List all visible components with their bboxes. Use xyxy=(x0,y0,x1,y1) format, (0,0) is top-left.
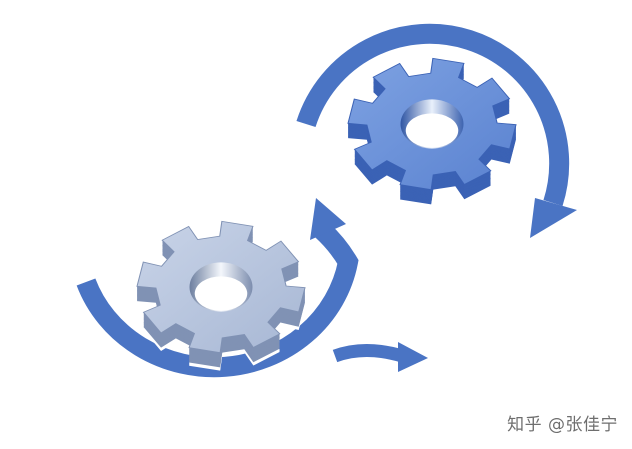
top-cycle-arrow-icon xyxy=(296,23,577,238)
top-gear-icon xyxy=(347,57,517,208)
gear-hole xyxy=(194,276,248,311)
gear-hole xyxy=(405,113,459,148)
branch-arrow-icon xyxy=(332,342,428,372)
watermark-text: 知乎 @张佳宁 xyxy=(507,415,618,435)
bottom-gear-icon xyxy=(136,220,306,371)
